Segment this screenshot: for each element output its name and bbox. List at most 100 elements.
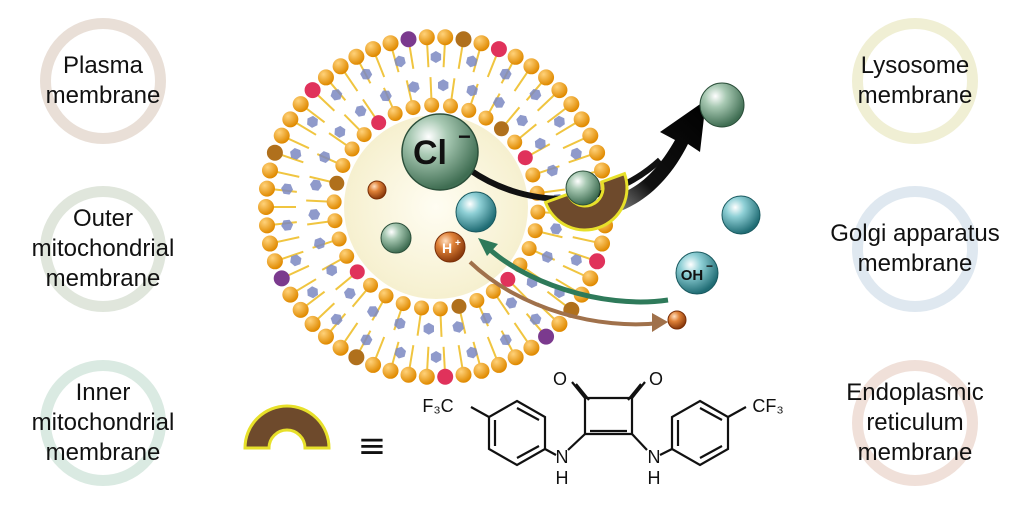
hydroxide-ion-inside — [455, 191, 497, 233]
cholesterol-ring — [554, 115, 565, 128]
lipid-head — [461, 102, 477, 118]
lipid-head — [594, 235, 611, 252]
lipid-head — [414, 300, 430, 316]
oxygen-left-label: O — [553, 369, 567, 389]
vesicle-lumen — [344, 115, 528, 299]
label-text: Outer mitochondrial membrane — [31, 205, 175, 292]
ring-lysosome — [852, 18, 978, 144]
cholesterol-ring — [423, 322, 434, 335]
lipid-head — [418, 29, 435, 46]
lipid-head — [437, 368, 454, 385]
cholesterol-ring — [360, 334, 373, 346]
cholesterol-ring — [290, 148, 302, 160]
proton-charge: + — [455, 238, 461, 249]
lipid-head — [400, 366, 417, 383]
cholesterol-ring — [480, 312, 493, 324]
lipid-head — [490, 356, 507, 373]
cholesterol-ring — [534, 137, 546, 150]
lipid-head — [304, 315, 321, 332]
cholesterol-ring — [570, 254, 582, 266]
cholesterol-ring — [499, 68, 512, 80]
cholesterol-ring — [354, 105, 367, 117]
lipid-head — [418, 368, 435, 385]
lipid-head — [455, 31, 472, 48]
lipid-head — [400, 31, 417, 48]
cholesterol-ring — [281, 183, 293, 195]
squaramide-structure — [470, 381, 747, 467]
cholesterol-ring — [326, 264, 338, 277]
hydroxide-ion-outside — [721, 195, 761, 235]
cholesterol-ring — [344, 287, 356, 300]
lipid-head — [317, 328, 334, 345]
lipid-head — [525, 167, 541, 183]
cholesterol-ring — [379, 90, 392, 102]
cholesterol-ring — [493, 97, 505, 108]
lipid-head — [335, 157, 351, 173]
lipid-head — [382, 362, 399, 379]
lipid-head — [282, 286, 299, 303]
amine-left-label: N — [556, 447, 569, 467]
lipid-head — [521, 241, 537, 257]
lipid-head — [332, 58, 349, 75]
cholesterol-ring — [308, 209, 321, 220]
structure-atom-labels: O O N H N H F₃C CF₃ — [422, 369, 783, 488]
oxygen-right-label: O — [649, 369, 663, 389]
label-lysosome-membrane: Lysosome membrane — [812, 16, 992, 146]
cholesterol-ring — [307, 286, 318, 299]
lipid-head — [527, 223, 543, 239]
cyclobutene-ring — [583, 396, 634, 436]
left-phenyl-ring — [487, 399, 547, 467]
lipid-head — [469, 292, 485, 308]
trifluoromethyl-right-label: CF₃ — [752, 396, 783, 416]
lipid-head — [523, 58, 540, 75]
lipid-head — [551, 315, 568, 332]
label-text: Golgi apparatus membrane — [830, 220, 1000, 277]
lipid-head — [292, 301, 309, 318]
cholesterol-ring — [307, 115, 318, 128]
cholesterol-ring — [319, 151, 331, 163]
chloride-efflux-arrow — [585, 100, 706, 218]
lipid-head — [331, 231, 347, 247]
cholesterol-ring — [290, 254, 302, 267]
lipid-head — [478, 110, 494, 126]
cholesterol-ring — [367, 306, 379, 317]
lipid-head — [490, 41, 507, 58]
chloride-ion-large: Cl − — [401, 113, 479, 191]
hydroxide-charge: − — [706, 259, 713, 273]
cholesterol-ring — [499, 334, 512, 346]
lipid-head — [261, 235, 278, 252]
lipid-head — [258, 180, 275, 197]
lipid-head — [405, 100, 421, 116]
cholesterol-ring — [310, 179, 322, 191]
cholesterol-ring — [334, 125, 346, 138]
lipid-head — [317, 69, 334, 86]
lipid-head — [261, 162, 278, 179]
lipid-head — [563, 96, 580, 113]
cholesterol-ring — [430, 351, 442, 363]
label-text: Plasma membrane — [45, 52, 161, 109]
cholesterol-ring — [466, 84, 478, 97]
lipid-head — [349, 264, 365, 280]
lipid-head — [258, 199, 274, 215]
lipid-head — [500, 271, 516, 287]
cholesterol-ring — [529, 89, 542, 101]
cholesterol-ring — [541, 251, 553, 263]
lipid-head — [582, 270, 599, 287]
lipid-head — [292, 96, 309, 113]
cholesterol-ring — [516, 114, 528, 127]
amine-left-h-label: H — [556, 468, 569, 488]
cholesterol-ring — [438, 79, 449, 92]
label-text: Endoplasmic reticulum membrane — [846, 379, 984, 466]
hydroxide-symbol: OH — [681, 267, 704, 284]
cholesterol-ring — [408, 81, 420, 93]
cholesterol-ring — [466, 55, 478, 68]
cholesterol-ring — [394, 317, 406, 330]
ring-er — [852, 360, 978, 486]
proton-ion-small — [367, 180, 387, 200]
lipid-head — [348, 349, 365, 366]
ring-plasma — [40, 18, 166, 144]
cholesterol-ring — [452, 321, 464, 333]
lipid-head — [455, 366, 472, 383]
lipid-head — [442, 98, 458, 114]
